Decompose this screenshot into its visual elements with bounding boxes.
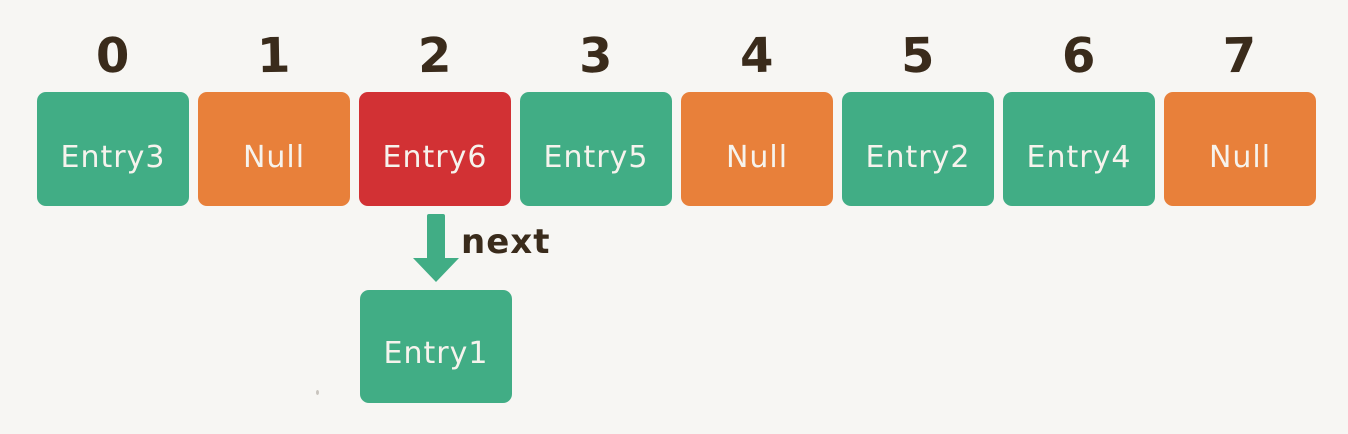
slot-box: Entry5	[520, 92, 672, 206]
slot-index-label: 2	[417, 27, 453, 85]
slot-index-label: 4	[739, 27, 775, 85]
slot-value-label: Entry2	[865, 139, 971, 175]
slot-index-label: 1	[256, 27, 292, 85]
slot-box: Null	[198, 92, 350, 206]
slot-value-label: Entry6	[382, 139, 488, 175]
slot-box: Entry3	[37, 92, 189, 206]
chained-entry-node: Entry1	[360, 290, 512, 403]
arrow-head	[413, 258, 459, 282]
slot-index-label: 6	[1061, 27, 1097, 85]
slot-box: Entry6	[359, 92, 511, 206]
slot-box: Entry2	[842, 92, 994, 206]
slot-index-label: 3	[578, 27, 614, 85]
next-arrow-icon	[413, 214, 459, 282]
slot-index-label: 5	[900, 27, 936, 85]
slot-box: Entry4	[1003, 92, 1155, 206]
slot-value-label: Entry5	[543, 139, 649, 175]
slot-value-label: Null	[242, 139, 306, 175]
slot-box: Null	[1164, 92, 1316, 206]
stray-ink-mark	[316, 390, 319, 395]
slot-index-label: 0	[95, 27, 131, 85]
slot-index-label: 7	[1222, 27, 1258, 85]
slot-box: Null	[681, 92, 833, 206]
slot-value-label: Null	[725, 139, 789, 175]
slot-value-label: Entry4	[1026, 139, 1132, 175]
chained-entry-label: Entry1	[383, 336, 489, 371]
arrow-shaft	[427, 214, 445, 260]
slot-value-label: Null	[1208, 139, 1272, 175]
slot-value-label: Entry3	[60, 139, 166, 175]
next-arrow-label: next	[461, 222, 551, 262]
